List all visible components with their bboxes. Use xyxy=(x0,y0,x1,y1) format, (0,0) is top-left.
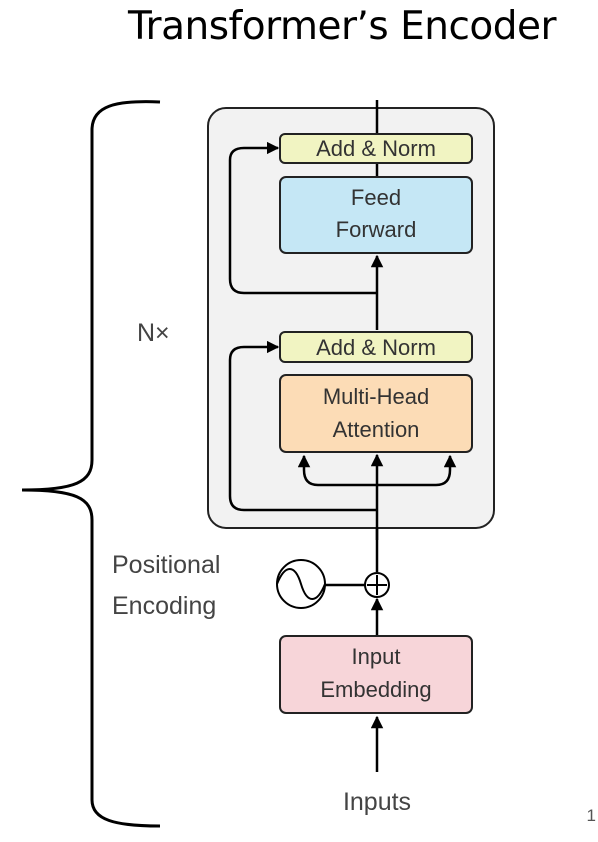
add-norm-bottom-box xyxy=(279,331,473,363)
feed-forward-label-line1: Feed xyxy=(351,185,401,210)
repeat-count-label: N× xyxy=(137,319,170,347)
embedding-label-line1: Input xyxy=(352,644,401,669)
positional-encoding-label-line1: Positional xyxy=(112,551,220,579)
add-norm-top-box xyxy=(279,133,473,164)
add-norm-top-label: Add & Norm xyxy=(316,136,436,161)
attention-branch-arrows-right xyxy=(377,454,457,487)
positional-encoding-label-line2: Encoding xyxy=(112,592,216,620)
feed-forward-box xyxy=(279,176,473,254)
page-number: 1 xyxy=(586,806,596,825)
inputs-label: Inputs xyxy=(343,788,411,816)
embedding-label-line2: Embedding xyxy=(320,677,431,702)
attention-label-line2: Attention xyxy=(333,417,420,442)
slide-title: Transformer’s Encoder xyxy=(127,4,557,49)
multi-head-attention-box xyxy=(279,374,473,453)
residual-bottom-loop xyxy=(228,340,377,512)
input-embedding-box xyxy=(279,635,473,714)
curly-brace xyxy=(21,100,161,828)
attention-branch-arrows xyxy=(297,454,377,487)
add-norm-bottom-label: Add & Norm xyxy=(316,335,436,360)
feed-forward-label-line2: Forward xyxy=(336,217,417,242)
attention-label-line1: Multi-Head xyxy=(323,384,429,409)
sine-wave-icon xyxy=(276,568,326,600)
residual-top-loop xyxy=(228,141,377,295)
